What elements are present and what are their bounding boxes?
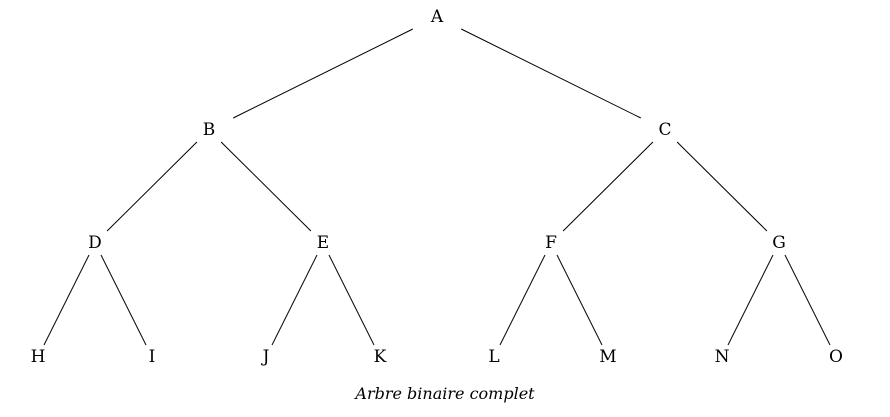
edge-f-l: [499, 254, 546, 346]
edge-a-b: [232, 28, 414, 119]
node-n: N: [715, 347, 730, 367]
node-e: E: [317, 233, 329, 253]
edge-g-o: [784, 254, 831, 346]
edge-b-d: [106, 141, 198, 232]
edge-d-h: [43, 254, 90, 346]
node-j: J: [261, 347, 270, 367]
node-g: G: [772, 233, 786, 253]
node-o: O: [829, 347, 843, 367]
node-b: B: [203, 120, 216, 140]
edge-c-f: [562, 141, 654, 232]
node-a: A: [430, 7, 444, 27]
node-d: D: [88, 233, 102, 253]
tree-edges: [43, 28, 831, 346]
node-i: I: [149, 347, 156, 367]
edge-e-j: [271, 254, 318, 346]
edge-b-e: [220, 141, 312, 232]
node-h: H: [31, 347, 46, 367]
edge-g-n: [727, 254, 774, 346]
node-c: C: [658, 120, 671, 140]
edge-a-c: [460, 28, 642, 119]
edge-c-g: [676, 141, 768, 232]
edge-e-k: [328, 254, 375, 346]
node-l: L: [488, 347, 499, 367]
tree-nodes: A B C D E F G H I J K L M N O: [31, 7, 843, 367]
edge-f-m: [556, 254, 603, 346]
edge-d-i: [100, 254, 147, 346]
node-m: M: [599, 347, 616, 367]
node-k: K: [374, 347, 387, 367]
diagram-caption: Arbre binaire complet: [355, 384, 535, 403]
node-f: F: [545, 233, 557, 253]
